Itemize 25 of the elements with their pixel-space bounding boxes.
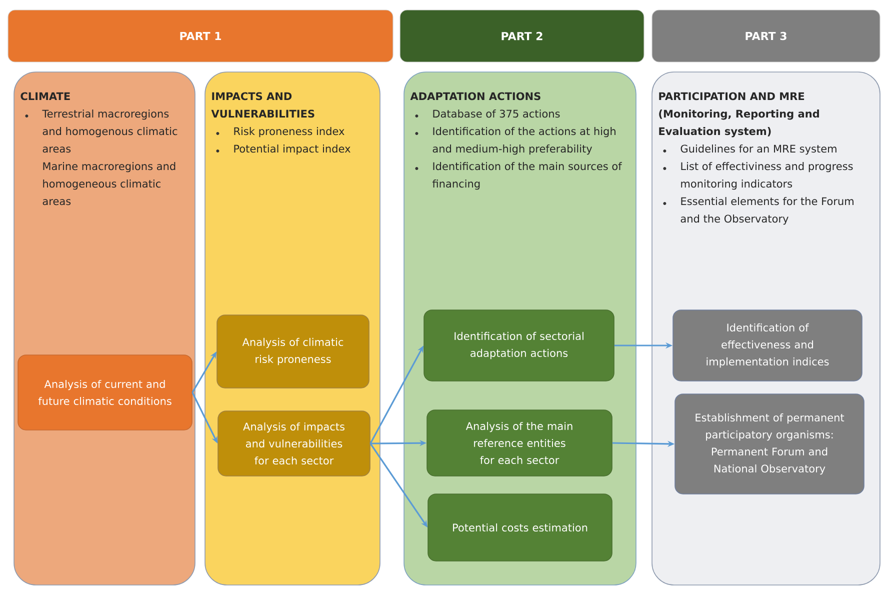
process-box: Analysis of current and future climatic conditions	[18, 354, 192, 430]
bullet-item: List of effectiviness and progress monitoring indicators	[663, 162, 853, 190]
bullet-item: Terrestrial macroregions and homogenous climatic areas	[25, 110, 178, 153]
section-banner: PART 1	[8, 10, 394, 62]
bullet-item: Identification of the actions at high and medium-high preferability	[415, 127, 616, 155]
bullet-item: Potential impact index	[216, 144, 350, 155]
process-box: Identification of effectiveness and implementation indices	[672, 310, 862, 382]
bullet-item: Essential elements for the Forum and the Observatory	[663, 197, 854, 225]
column-heading: CLIMATE	[20, 92, 70, 100]
process-box: Establishment of permanent participatory organisms: Permanent Forum and National Observatory	[674, 394, 864, 494]
process-box: Analysis of the main reference entities for each sector	[426, 410, 612, 476]
bullet-item: Guidelines for an MRE system	[663, 144, 836, 155]
bullet-item: Marine macroregions and homogeneous climatic areas	[42, 162, 176, 206]
column-heading: IMPACTS AND VULNERABILITIES	[211, 92, 314, 118]
bullet-item: Database of 375 actions	[415, 110, 560, 118]
bullet-item: Identification of the main sources of financing	[415, 162, 622, 190]
process-box: Analysis of climatic risk proneness	[216, 314, 370, 388]
process-box: Analysis of impacts and vulnerabilities for each sector	[218, 410, 370, 476]
column-heading: PARTICIPATION AND MRE (Monitoring, Reporting and Evaluation system)	[659, 92, 819, 138]
section-banner: PART 3	[652, 10, 880, 62]
bullet-item: Risk proneness index	[216, 127, 344, 138]
column-heading: ADAPTATION ACTIONS	[410, 92, 540, 100]
process-box: Potential costs estimation	[428, 494, 612, 562]
section-banner: PART 2	[400, 10, 644, 62]
process-box: Identification of sectorial adaptation actions	[424, 310, 614, 382]
